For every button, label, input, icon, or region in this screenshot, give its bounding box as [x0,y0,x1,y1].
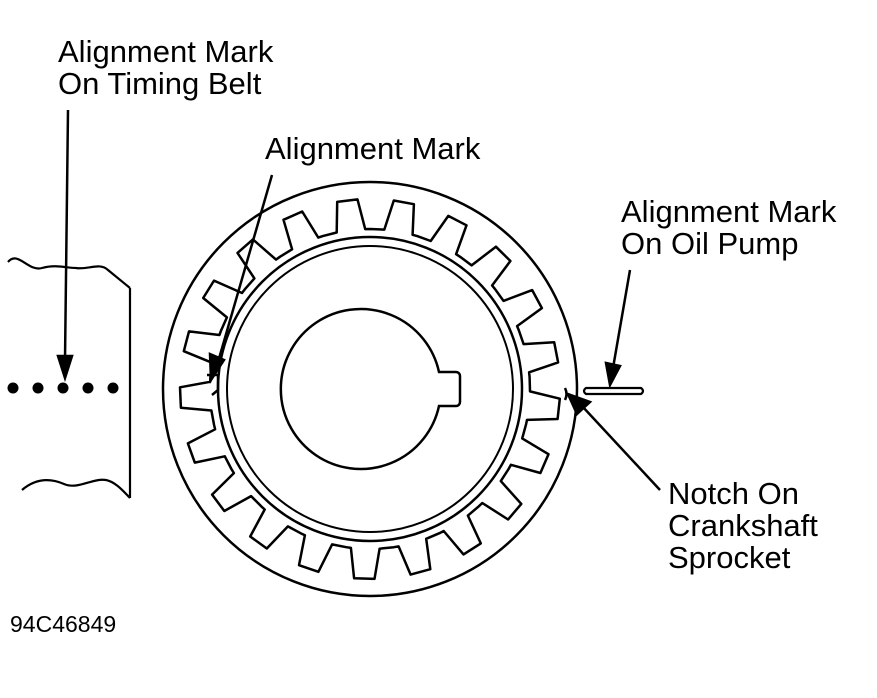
timing-belt [7,257,132,499]
crankshaft-notch-label-line2: Crankshaft [668,508,818,543]
belt-alignment-label-line2: On Timing Belt [58,66,262,101]
crankshaft-notch-label: Notch On Crankshaft Sprocket [668,478,818,574]
oil-pump-alignment-label-line2: On Oil Pump [621,226,799,261]
sprocket-hub-ring-inner [226,245,514,533]
oil-pump-alignment-label: Alignment Mark On Oil Pump [621,196,836,260]
belt-alignment-label-line1: Alignment Mark [58,34,274,69]
crankshaft-notch [563,387,568,401]
sprocket-alignment-label-line1: Alignment Mark [265,131,481,166]
sprocket-teeth [178,198,562,581]
leader-arrows [56,109,661,491]
sprocket-alignment-label: Alignment Mark [265,133,480,165]
figure-id: 94C46849 [10,611,117,637]
oil-pump-alignment-label-line1: Alignment Mark [621,194,837,229]
crankshaft-notch-label-line1: Notch On [668,476,799,511]
oil-pump-alignment-mark [582,386,645,396]
oil-pump-housing [161,180,579,598]
belt-alignment-label: Alignment Mark On Timing Belt [58,36,273,100]
crankshaft-bore-keyway [279,307,462,471]
sprocket-hub-ring-outer [216,235,524,543]
crankshaft-notch-label-line3: Sprocket [668,540,791,575]
belt-alignment-dots [7,382,119,394]
